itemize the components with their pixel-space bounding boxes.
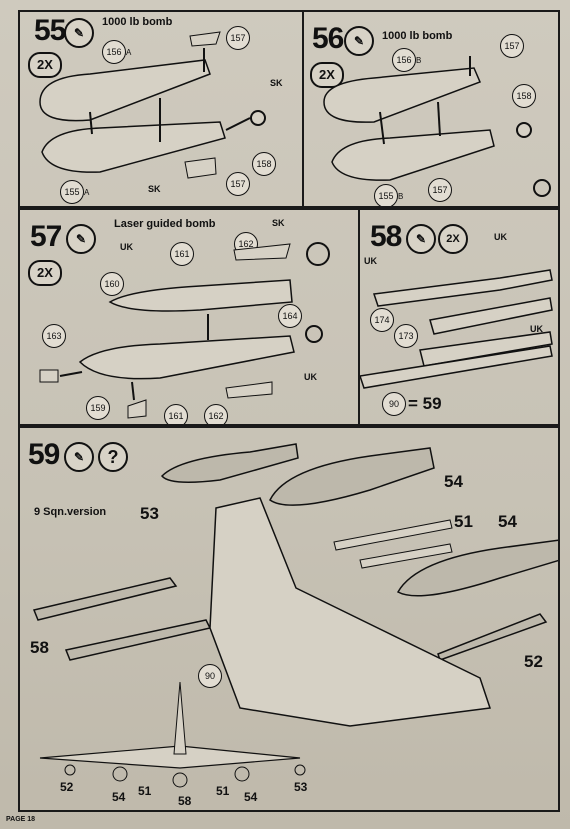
position-label: 54 [112, 790, 126, 804]
bomb-illustration [39, 31, 266, 179]
step-number: 59 [28, 438, 60, 471]
part-callout: 162 [204, 404, 228, 424]
part-callout: 160 [100, 272, 124, 296]
part-label: 58 [30, 638, 49, 657]
part-suffix: A [84, 188, 90, 197]
part-suffix: A [126, 48, 132, 57]
part-callout: 158 [252, 152, 276, 176]
part-callout: 159 [86, 396, 110, 420]
part-callout: 90 [198, 664, 222, 688]
step-55-panel: 55 ✎ 1000 lb bomb 2X 156 A 157 158 157 1… [18, 10, 304, 208]
step-number: 56 [312, 22, 344, 55]
step-58-panel: 58 ✎ 2X 174 173 90 = 59 UK UK UK [358, 208, 560, 426]
part-callout: 161 [164, 404, 188, 424]
laser-bomb-illustration [39, 242, 330, 419]
part-label: 54 [498, 512, 517, 531]
part-callout: 164 [278, 304, 302, 328]
part-callout: 90 [382, 392, 406, 416]
part-label: 51 [454, 512, 473, 531]
result-label: = 59 [408, 394, 442, 413]
part-callout: 161 [170, 242, 194, 266]
part-callout: 174 [370, 308, 394, 332]
part-callout: 158 [512, 84, 536, 108]
step-59-panel: 59 ✎ ? 9 Sqn.version 54 53 51 54 58 90 5… [18, 426, 560, 812]
step-title: 1000 lb bomb [102, 16, 173, 28]
part-label: 52 [524, 652, 543, 671]
part-label: 53 [140, 504, 159, 523]
part-callout: 155 [374, 184, 398, 206]
glue-icon: ✎ [64, 18, 94, 48]
glue-icon: ✎ [64, 442, 94, 472]
position-label: 54 [244, 790, 258, 804]
glue-icon: ✎ [66, 224, 96, 254]
decal-label: UK [494, 232, 507, 242]
glue-icon: ✎ [406, 224, 436, 254]
part-suffix: B [398, 192, 404, 201]
part-callout: 157 [428, 178, 452, 202]
position-label: 53 [294, 780, 308, 794]
quantity-badge: 2X [28, 260, 62, 286]
step-57-panel: 57 ✎ Laser guided bomb 2X 162 161 160 16… [18, 208, 360, 426]
decal-label: SK [270, 78, 283, 88]
part-label: 54 [444, 472, 463, 491]
step-number: 58 [370, 220, 402, 253]
decal-label: SK [148, 184, 161, 194]
part-callout: 173 [394, 324, 418, 348]
decal-label: SK [272, 218, 285, 228]
part-callout: 157 [226, 172, 250, 196]
glue-icon: ✎ [344, 26, 374, 56]
part-callout: 163 [42, 324, 66, 348]
decal-label: UK [530, 324, 543, 334]
page-number: PAGE 18 [6, 816, 36, 823]
quantity-badge: 2X [310, 62, 344, 88]
quantity-badge: 2X [438, 224, 468, 254]
part-callout: 155 [60, 180, 84, 204]
missile-pylon-illustration [360, 269, 553, 389]
position-label: 52 [60, 780, 74, 794]
version-label: 9 Sqn.version [34, 506, 107, 518]
decal-label: UK [120, 242, 133, 252]
position-label: 51 [216, 784, 230, 798]
quantity-badge: 2X [28, 52, 62, 78]
part-callout: 156 [102, 40, 126, 64]
aircraft-illustration [32, 443, 558, 788]
decal-label: UK [364, 256, 377, 266]
position-label: 58 [178, 794, 192, 808]
part-callout: 157 [500, 34, 524, 58]
part-callout: 156 [392, 48, 416, 72]
step-title: 1000 lb bomb [382, 30, 453, 42]
decal-label: UK [304, 372, 317, 382]
position-label: 51 [138, 784, 152, 798]
part-suffix: B [416, 56, 422, 65]
bomb-illustration [323, 56, 551, 197]
question-badge: ? [98, 442, 128, 472]
step-number: 55 [34, 14, 66, 47]
step-title: Laser guided bomb [114, 218, 216, 230]
step-56-panel: 56 ✎ 1000 lb bomb 2X 156 B 157 158 157 1… [302, 10, 560, 208]
part-callout: 157 [226, 26, 250, 50]
step-number: 57 [30, 220, 62, 253]
